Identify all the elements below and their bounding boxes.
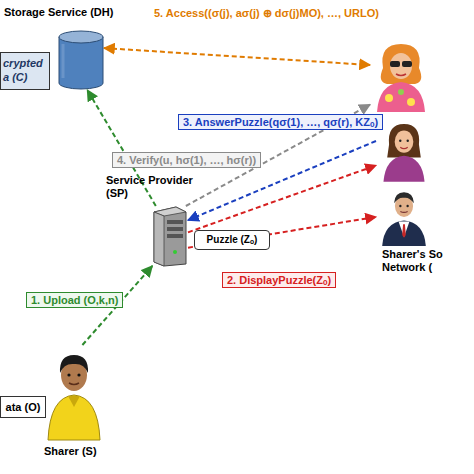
dashed-arrow [188,165,376,232]
server-node: Service Provider (SP) [150,206,188,266]
sharer-person: Sharer (S) [44,345,104,440]
node-label: Puzzle (Zₒ) [195,231,269,248]
node-label: Sharer's So Network ( [382,248,456,274]
person-icon: Sharer's So Network ( [376,186,432,246]
person-icon [370,40,432,112]
node-label: Service Provider (SP) [106,174,210,200]
puzzle-box: Puzzle (Zₒ) [194,230,270,250]
database-cylinder [58,30,104,90]
person-woman [376,120,432,182]
node-label: Storage Service (DH) [4,6,113,18]
step-label: 3. AnswerPuzzle(qσ(1), …, qσ(r), KZₒ) [178,114,383,130]
step-label: 4. Verify(u, hσ(1), …, hσ(r)) [112,152,261,168]
person-sharer [44,345,104,440]
step-label: 5. Access((σ(j), aσ(j) ⊕ dσ(j)MO), …, UR… [150,6,383,21]
server-icon [150,206,188,266]
person-suit [376,186,432,246]
step-label: 1. Upload (O,k,n) [26,292,123,308]
node-label: Sharer (S) [44,445,97,457]
node-label: ata (O) [1,397,45,417]
step-label: 2. DisplayPuzzle(Zₒ) [222,272,336,288]
person-sunglasses [370,40,432,112]
node-label: crypted a (C) [1,53,49,87]
encrypted-data-box: crypted a (C) [0,52,50,90]
dashed-arrow [104,48,370,65]
data-box: ata (O) [0,396,46,418]
person-icon [376,120,432,182]
storage-cylinder: Storage Service (DH) [58,30,104,90]
